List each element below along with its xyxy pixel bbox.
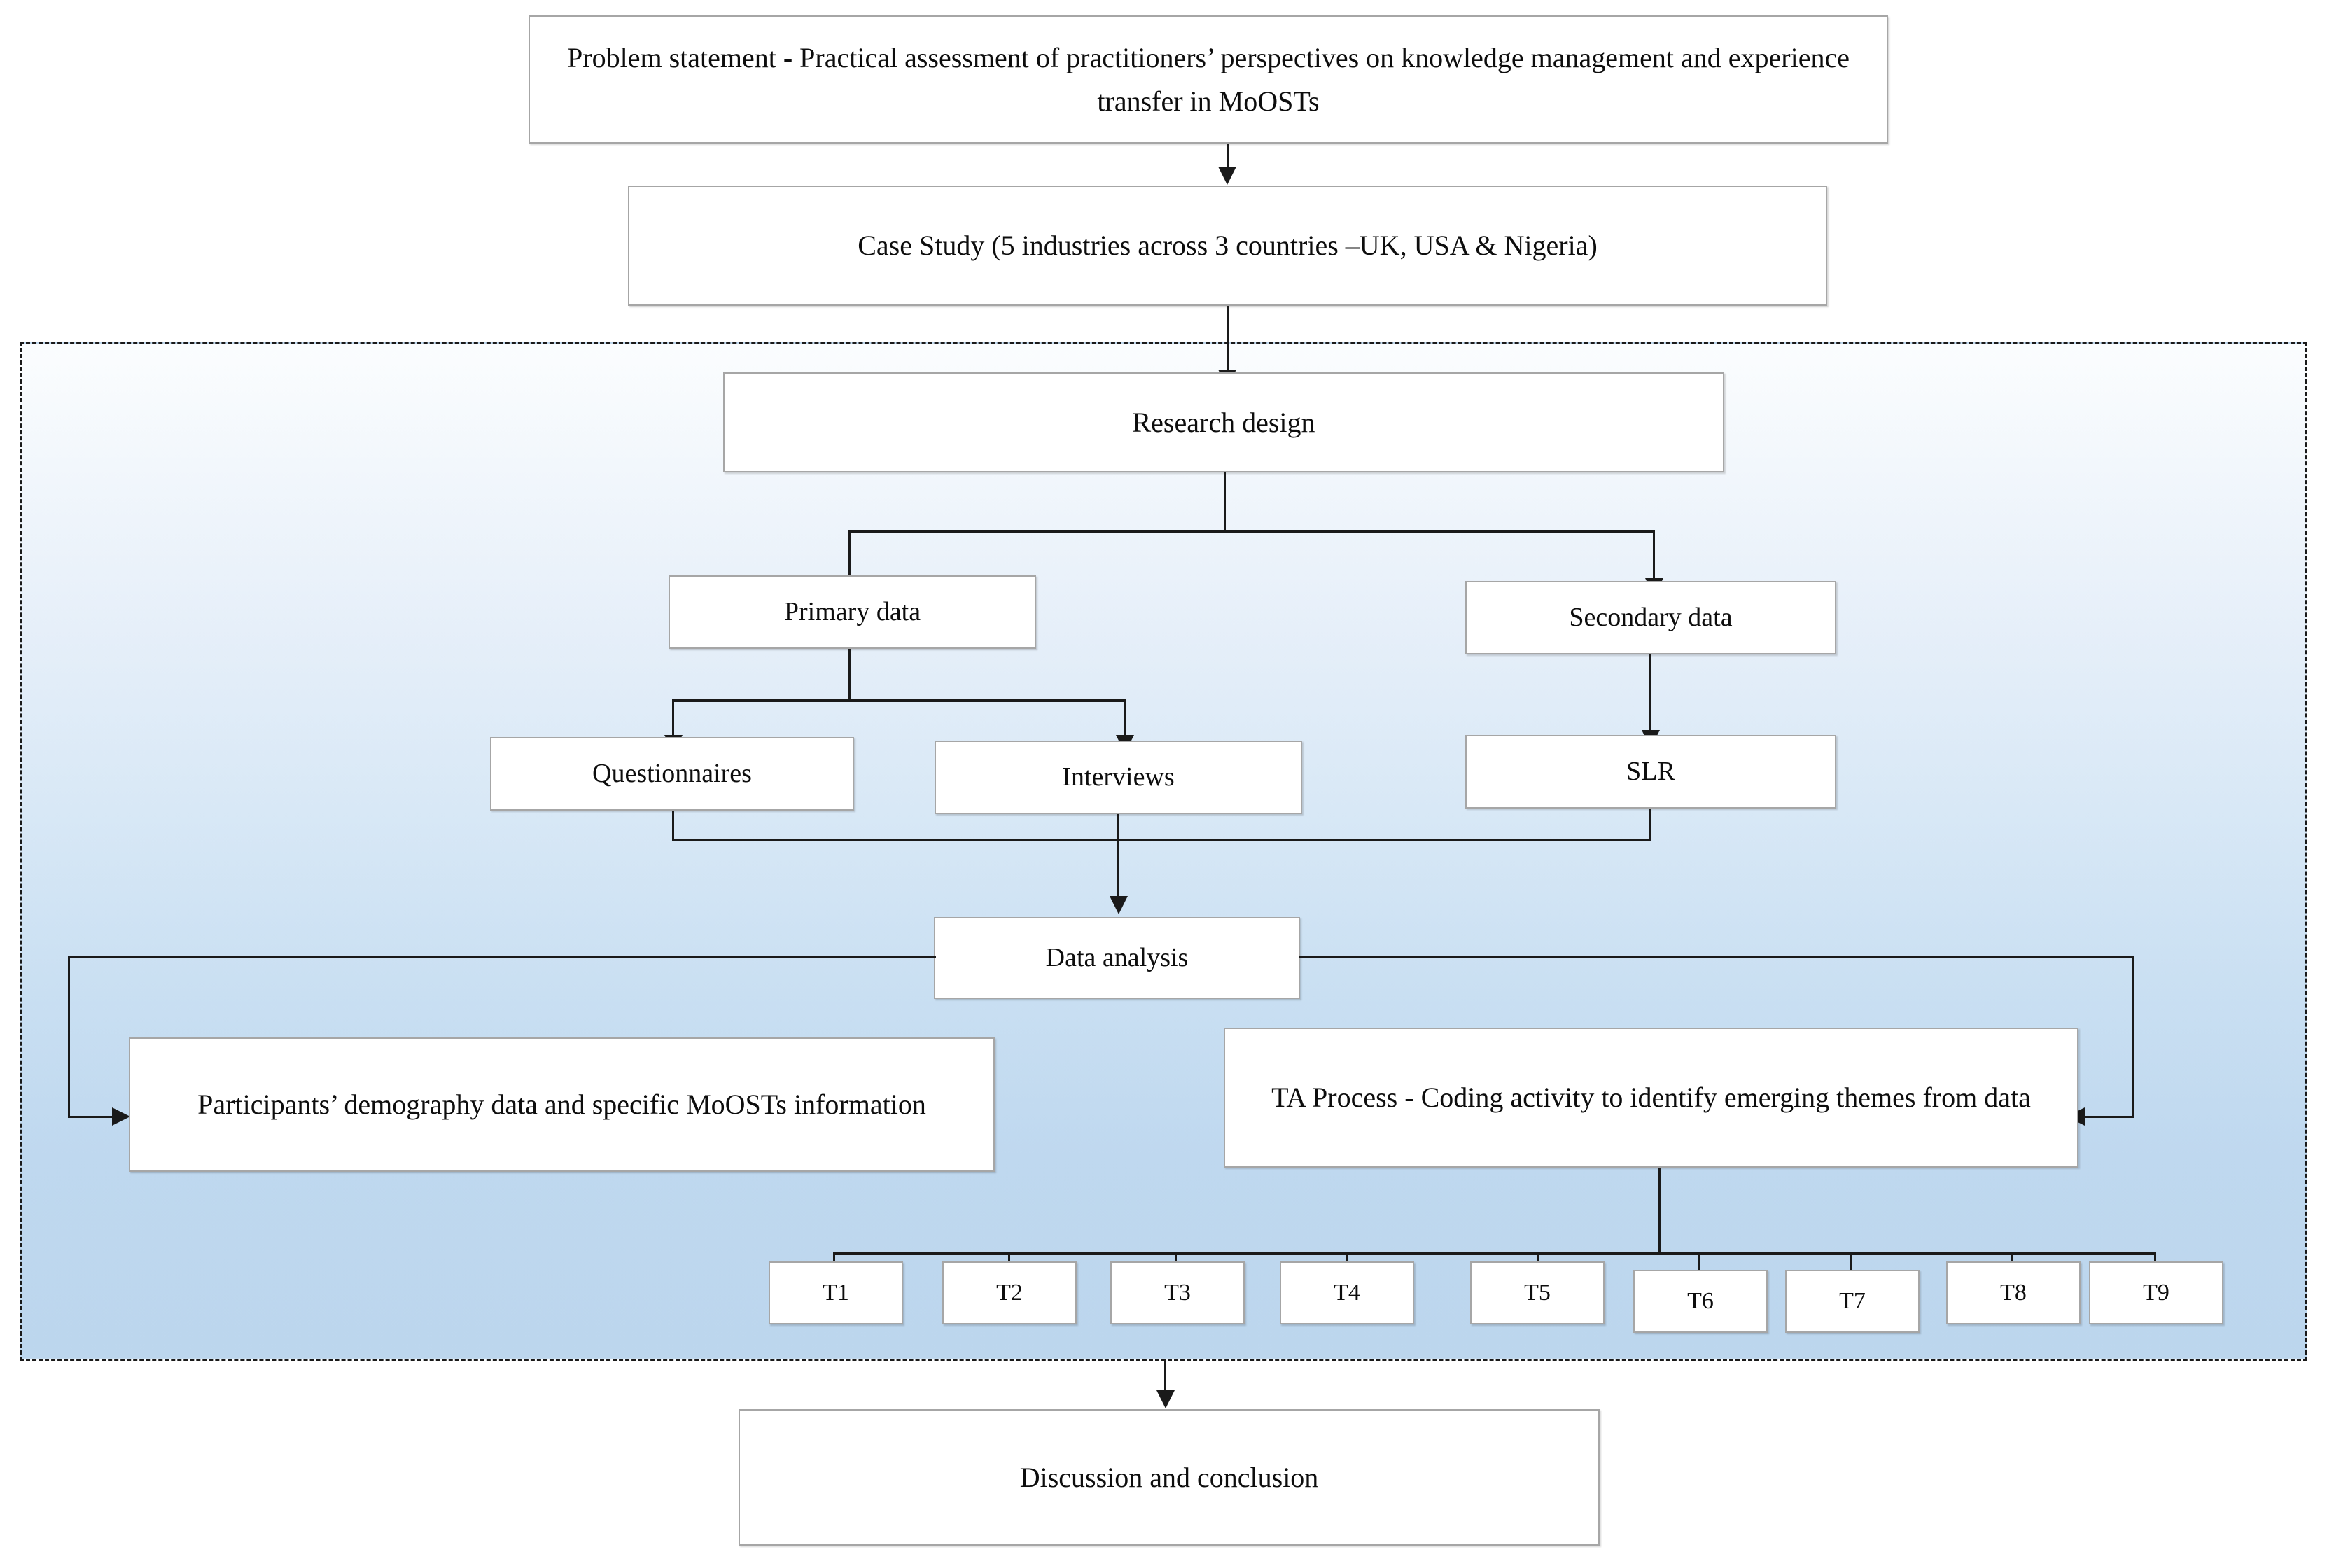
connector-ta-stem bbox=[1658, 1168, 1661, 1253]
connector-design-stem bbox=[1224, 472, 1226, 531]
node-participants-demography-label: Participants’ demography data and specif… bbox=[197, 1088, 926, 1120]
connector-analysis-right-bottom bbox=[2076, 1116, 2134, 1118]
node-data-analysis[interactable]: Data analysis bbox=[934, 917, 1300, 999]
connector-primary-bus bbox=[672, 699, 1126, 702]
node-questionnaires-label: Questionnaires bbox=[592, 759, 752, 789]
connector-merge-bus bbox=[672, 839, 1651, 841]
connector-problem-to-case bbox=[1227, 144, 1229, 169]
node-theme-t2-label: T2 bbox=[996, 1279, 1023, 1306]
arrowhead-region-to-discussion bbox=[1156, 1390, 1175, 1408]
node-theme-t3[interactable]: T3 bbox=[1110, 1261, 1245, 1324]
node-case-study-label: Case Study (5 industries across 3 countr… bbox=[858, 230, 1598, 261]
node-case-study[interactable]: Case Study (5 industries across 3 countr… bbox=[628, 186, 1827, 306]
node-discussion-conclusion-label: Discussion and conclusion bbox=[1019, 1461, 1319, 1493]
node-secondary-data-label: Secondary data bbox=[1569, 603, 1733, 633]
node-theme-t1[interactable]: T1 bbox=[769, 1261, 903, 1324]
node-interviews[interactable]: Interviews bbox=[935, 741, 1302, 814]
node-primary-data-label: Primary data bbox=[783, 597, 921, 627]
node-theme-t6-label: T6 bbox=[1687, 1287, 1714, 1314]
node-discussion-conclusion[interactable]: Discussion and conclusion bbox=[739, 1409, 1600, 1546]
node-ta-process[interactable]: TA Process - Coding activity to identify… bbox=[1224, 1028, 2078, 1168]
node-theme-t8[interactable]: T8 bbox=[1946, 1261, 2081, 1324]
node-interviews-label: Interviews bbox=[1062, 762, 1175, 792]
node-problem-statement[interactable]: Problem statement - Practical assessment… bbox=[529, 15, 1888, 144]
arrowhead-problem-to-case bbox=[1218, 167, 1236, 185]
connector-primary-to-questionnaires bbox=[672, 699, 674, 739]
connector-questionnaires-down bbox=[672, 811, 674, 841]
node-theme-t7-label: T7 bbox=[1839, 1287, 1866, 1314]
connector-primary-to-interviews bbox=[1124, 699, 1126, 739]
connector-region-to-discussion bbox=[1164, 1361, 1166, 1397]
node-theme-t7[interactable]: T7 bbox=[1785, 1270, 1920, 1333]
connector-analysis-left-drop bbox=[68, 956, 70, 1117]
node-slr-label: SLR bbox=[1626, 757, 1675, 787]
connector-primary-stem bbox=[848, 649, 851, 700]
arrowhead-merge-to-analysis bbox=[1110, 896, 1128, 914]
node-questionnaires[interactable]: Questionnaires bbox=[490, 737, 854, 811]
node-data-analysis-label: Data analysis bbox=[1045, 943, 1189, 973]
node-ta-process-label: TA Process - Coding activity to identify… bbox=[1271, 1082, 2031, 1113]
node-theme-t8-label: T8 bbox=[2000, 1279, 2027, 1306]
node-theme-t9-label: T9 bbox=[2143, 1279, 2169, 1306]
connector-analysis-right-top bbox=[1299, 956, 2134, 958]
connector-analysis-right-drop bbox=[2132, 956, 2134, 1117]
connector-analysis-left-bottom bbox=[68, 1116, 127, 1118]
node-secondary-data[interactable]: Secondary data bbox=[1465, 581, 1836, 654]
connector-analysis-left-top bbox=[68, 956, 936, 958]
node-research-design-label: Research design bbox=[1132, 406, 1315, 438]
research-design-region bbox=[20, 342, 2307, 1361]
node-problem-statement-label: Problem statement - Practical assessment… bbox=[567, 41, 1850, 117]
connector-design-to-secondary bbox=[1653, 530, 1655, 583]
node-theme-t2[interactable]: T2 bbox=[942, 1261, 1077, 1324]
connector-interviews-down bbox=[1117, 814, 1119, 841]
connector-secondary-to-slr bbox=[1649, 654, 1651, 735]
connector-merge-to-analysis bbox=[1117, 839, 1119, 902]
node-slr[interactable]: SLR bbox=[1465, 735, 1836, 808]
connector-slr-down bbox=[1649, 808, 1651, 841]
connector-case-to-design bbox=[1227, 306, 1229, 374]
arrowhead-analysis-to-participants bbox=[112, 1107, 130, 1126]
connector-design-bus bbox=[848, 530, 1655, 533]
node-participants-demography[interactable]: Participants’ demography data and specif… bbox=[129, 1037, 995, 1172]
node-theme-t9[interactable]: T9 bbox=[2089, 1261, 2223, 1324]
node-theme-t4-label: T4 bbox=[1334, 1279, 1360, 1306]
node-research-design[interactable]: Research design bbox=[723, 372, 1724, 472]
node-theme-t6[interactable]: T6 bbox=[1633, 1270, 1768, 1333]
node-theme-t5-label: T5 bbox=[1524, 1279, 1551, 1306]
connector-theme-bus bbox=[833, 1252, 2154, 1255]
node-theme-t3-label: T3 bbox=[1164, 1279, 1191, 1306]
node-theme-t5[interactable]: T5 bbox=[1470, 1261, 1605, 1324]
connector-design-to-primary bbox=[848, 530, 851, 583]
node-theme-t1-label: T1 bbox=[823, 1279, 849, 1306]
node-theme-t4[interactable]: T4 bbox=[1280, 1261, 1414, 1324]
node-primary-data[interactable]: Primary data bbox=[669, 575, 1036, 649]
